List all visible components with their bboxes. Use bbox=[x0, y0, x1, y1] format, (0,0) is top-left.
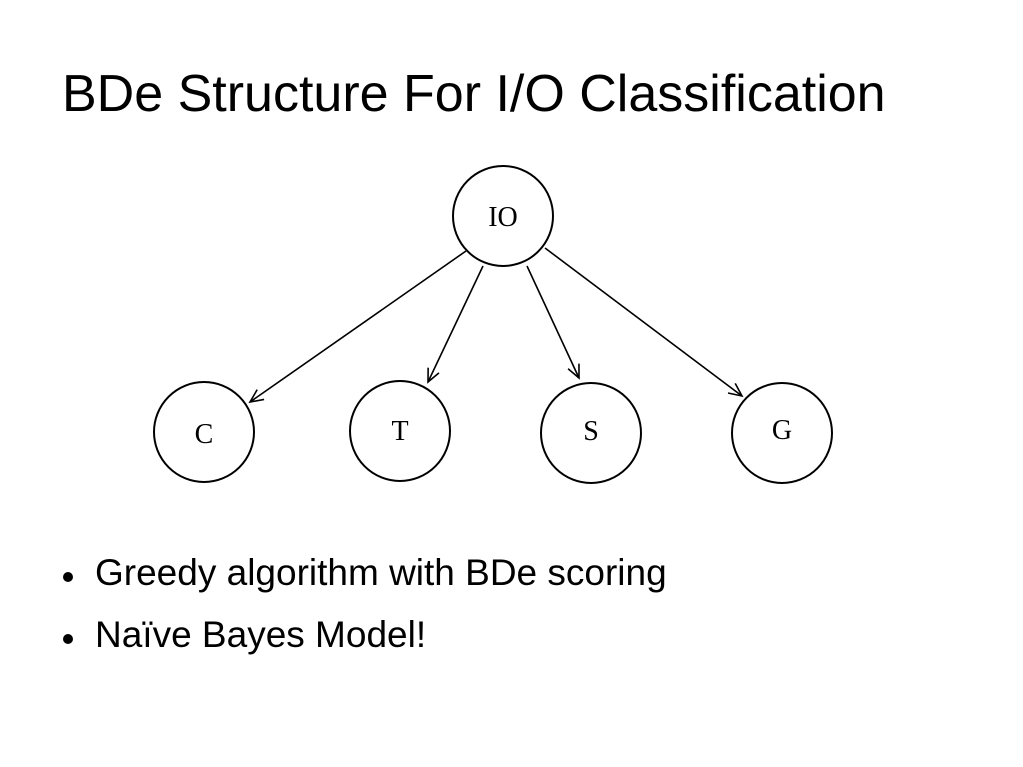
slide-title: BDe Structure For I/O Classification bbox=[62, 65, 886, 123]
node-io-circle bbox=[452, 165, 554, 267]
node-c-circle bbox=[153, 381, 255, 483]
bullet-text: Naïve Bayes Model! bbox=[95, 614, 427, 655]
node-t: T bbox=[349, 380, 451, 482]
node-c-label: C bbox=[195, 419, 214, 450]
node-io-label: IO bbox=[488, 202, 518, 233]
node-g: G bbox=[731, 382, 833, 484]
edge-io-to-g bbox=[544, 247, 744, 398]
edges bbox=[248, 247, 744, 404]
node-g-label: G bbox=[772, 415, 792, 446]
bullet-text: Greedy algorithm with BDe scoring bbox=[95, 552, 667, 593]
edge-io-to-s bbox=[526, 265, 580, 380]
edge-io-to-c bbox=[248, 250, 467, 404]
bullet-dot-icon bbox=[63, 572, 73, 582]
edge-io-to-t bbox=[427, 265, 484, 384]
node-g-circle bbox=[731, 382, 833, 484]
node-s-label: S bbox=[583, 416, 599, 447]
node-c: C bbox=[153, 381, 255, 483]
node-s: S bbox=[540, 382, 642, 484]
bullet-dot-icon bbox=[63, 634, 73, 644]
node-s-circle bbox=[540, 382, 642, 484]
node-io: IO bbox=[452, 165, 554, 267]
node-t-label: T bbox=[391, 416, 408, 447]
node-t-circle bbox=[349, 380, 451, 482]
